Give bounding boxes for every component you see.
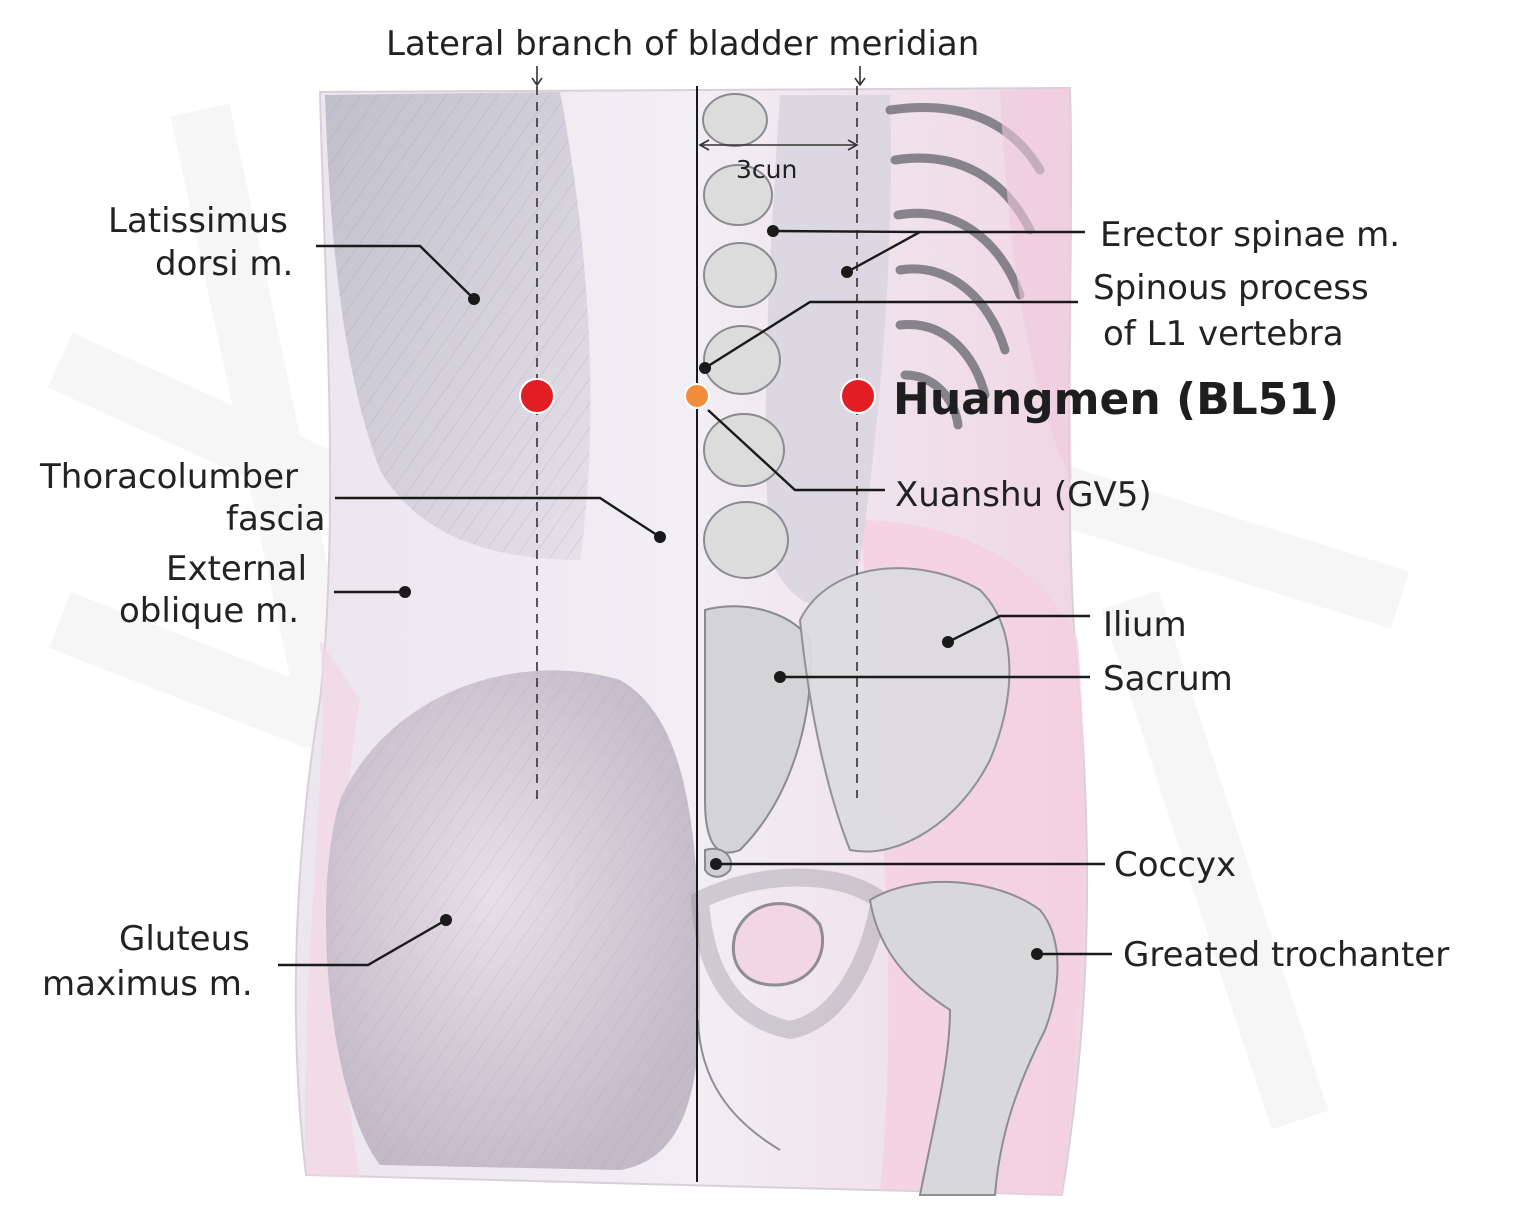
lumbar-vertebrae [702, 93, 789, 579]
svg-text:Spinous process: Spinous process [1093, 268, 1369, 308]
measure-arrow [698, 139, 859, 151]
label-gluteus-maximus: Gluteus maximus m. [42, 919, 253, 1004]
leader-latissimus [316, 244, 475, 300]
leader-gluteus [278, 918, 447, 967]
marker-erector-1 [767, 225, 779, 237]
marker-ilium [942, 636, 954, 648]
marker-external-oblique [399, 586, 411, 598]
marker-latissimus [468, 293, 480, 305]
svg-text:dorsi m.: dorsi m. [155, 244, 293, 284]
svg-text:maximus m.: maximus m. [42, 964, 253, 1004]
label-greater-trochanter: Greated trochanter [1123, 935, 1449, 975]
erector-spinae-muscle [765, 95, 891, 605]
label-ilium: Ilium [1103, 605, 1187, 645]
huangmen-left-point[interactable] [519, 378, 555, 414]
svg-text:Latissimus: Latissimus [108, 201, 288, 241]
leader-erector-2 [772, 229, 921, 234]
pubis-bone [690, 868, 890, 1040]
title-arrows [531, 66, 866, 87]
label-thoracolumbar-fascia: Thoracolumber fascia [39, 457, 326, 539]
marker-spinous [699, 362, 711, 374]
label-sacrum: Sacrum [1103, 659, 1233, 699]
obturator-foramen [732, 902, 825, 987]
label-spinous-process: Spinous process of L1 vertebra [1093, 268, 1369, 354]
right-back-skin [1000, 88, 1072, 480]
svg-text:oblique m.: oblique m. [119, 591, 299, 631]
marker-trochanter [1031, 948, 1043, 960]
meridian-title: Lateral branch of bladder meridian [386, 24, 979, 64]
gluteal-cleft [697, 1019, 781, 1151]
marker-coccyx [710, 858, 722, 870]
label-external-oblique: External oblique m. [119, 549, 307, 631]
marker-gluteus [440, 914, 452, 926]
xuanshu-point[interactable] [684, 383, 710, 409]
femur-bone [868, 880, 1059, 1196]
huangmen-right-point[interactable] [840, 378, 876, 414]
leader-ilium [947, 614, 1090, 644]
svg-text:Thoracolumber: Thoracolumber [39, 457, 298, 497]
svg-text:of L1 vertebra: of L1 vertebra [1103, 314, 1344, 354]
marker-sacrum [774, 671, 786, 683]
label-xuanshu: Xuanshu (GV5) [895, 475, 1152, 515]
sacrum-bone [704, 605, 812, 854]
svg-text:External: External [166, 549, 307, 589]
measure-label: 3cun [736, 155, 797, 184]
svg-text:Gluteus: Gluteus [119, 919, 250, 959]
svg-text:fascia: fascia [226, 499, 326, 539]
ilium-bone [798, 567, 1011, 853]
marker-thoracolumbar [654, 531, 666, 543]
leader-xuanshu [707, 409, 885, 492]
huangmen-label: Huangmen (BL51) [893, 374, 1339, 425]
leader-spinous [704, 300, 1078, 370]
label-coccyx: Coccyx [1114, 845, 1236, 885]
leader-thoracolumbar [335, 496, 661, 539]
marker-erector-2 [841, 266, 853, 278]
label-latissimus-dorsi: Latissimus dorsi m. [108, 201, 293, 284]
label-erector-spinae: Erector spinae m. [1100, 215, 1400, 255]
